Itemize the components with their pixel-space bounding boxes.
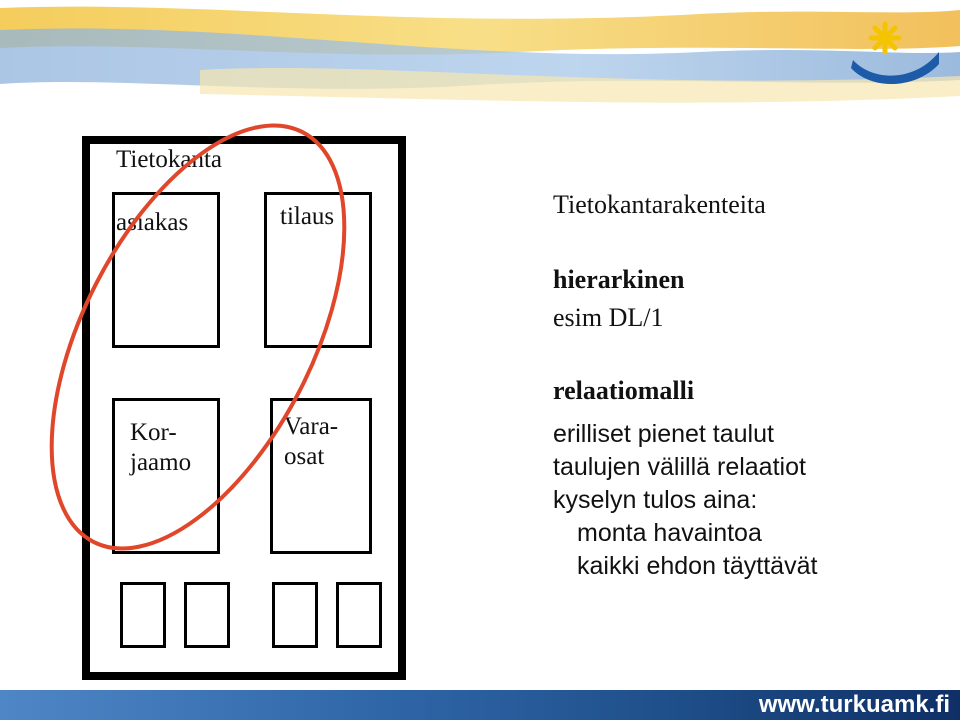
footer-bar: www.turkuamk.fi	[0, 690, 960, 720]
hierarchical-example: esim DL/1	[553, 303, 664, 332]
top-decorative-banner	[0, 0, 960, 130]
record-box	[336, 582, 382, 648]
table-box-asiakas	[112, 192, 220, 348]
record-box	[272, 582, 318, 648]
footer-url: www.turkuamk.fi	[758, 691, 950, 718]
relational-list: erilliset pienet taulut taulujen välillä…	[553, 418, 817, 583]
list-sub-item: monta havaintoa	[577, 519, 762, 547]
smile-arc-icon	[851, 52, 939, 85]
list-item: erilliset pienet taulut	[553, 420, 774, 448]
table-box-korjaamo	[112, 398, 220, 554]
table-label-tilaus: tilaus	[280, 203, 335, 230]
record-box	[184, 582, 230, 648]
list-item: taulujen välillä relaatiot	[553, 453, 806, 481]
hierarchical-heading: hierarkinen	[553, 265, 685, 294]
table-label-varaosat: Vara- osat	[284, 413, 339, 470]
database-frame	[82, 136, 406, 680]
list-sub-item: kaikki ehdon täyttävät	[577, 552, 818, 580]
table-label-korjaamo: Kor- jaamo	[130, 419, 192, 476]
record-box	[120, 582, 166, 648]
list-item: kyselyn tulos aina:	[553, 486, 758, 514]
page-title: Tietokantarakenteita	[553, 190, 766, 219]
database-diagram: Tietokanta asiakas tilaus Kor- jaamo Var…	[0, 0, 420, 690]
table-box-varaosat	[270, 398, 372, 554]
sun-icon	[868, 21, 902, 55]
highlight-ellipse	[49, 123, 347, 551]
relational-heading: relaatiomalli	[553, 376, 695, 405]
logo	[851, 21, 939, 85]
